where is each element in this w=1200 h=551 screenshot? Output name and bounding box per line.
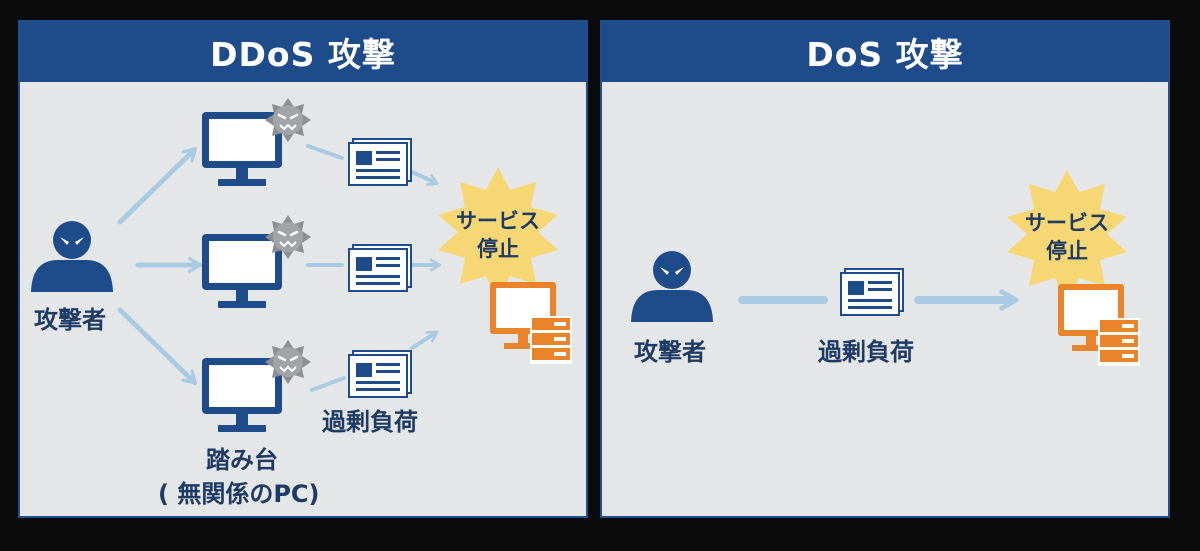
zombie-label-line1: 踏み台: [206, 446, 278, 474]
ddos-diagram: サービス 停止: [31, 96, 572, 432]
dos-burst-line1: サービス: [1025, 211, 1109, 235]
ddos-panel-title: DDoS 攻撃: [20, 22, 586, 82]
ddos-overload-label: 過剰負荷: [322, 408, 418, 436]
monitor-icon: [202, 358, 282, 432]
document-icon: [840, 268, 904, 316]
burst-icon: [438, 167, 558, 300]
server-icon: [490, 282, 572, 364]
attacker-icon: [31, 221, 113, 292]
document-icon: [348, 244, 412, 292]
ddos-burst-line2: 停止: [477, 237, 519, 261]
document-icon: [348, 138, 412, 186]
arrow-icon: [117, 147, 198, 225]
arrow-icon: [310, 376, 346, 392]
dos-burst-line2: 停止: [1046, 239, 1088, 263]
arrow-icon: [117, 307, 198, 385]
arrow-icon: [410, 170, 439, 186]
monitor-icon: [202, 234, 282, 308]
arrow-icon: [410, 330, 439, 350]
zombie-label-line2: ( 無関係のPC): [158, 480, 320, 508]
ddos-burst-line1: サービス: [456, 209, 540, 233]
ddos-panel: DDoS 攻撃 サービス 停止 攻撃者 過剰負荷 踏み台 (: [18, 20, 588, 518]
dos-overload-label: 過剰負荷: [818, 338, 914, 366]
document-icon: [348, 350, 412, 398]
ddos-attacker-label: 攻撃者: [34, 306, 106, 334]
arrow-icon: [306, 144, 344, 160]
dos-panel: DoS 攻撃 サービス 停止 攻撃者 過剰負荷: [600, 20, 1170, 518]
dos-diagram: サービス 停止: [631, 170, 1140, 366]
burst-icon: [1007, 170, 1127, 302]
dos-panel-title: DoS 攻撃: [602, 22, 1168, 82]
server-icon: [1058, 284, 1140, 366]
attacker-icon: [631, 251, 713, 322]
dos-attacker-label: 攻撃者: [634, 338, 706, 366]
